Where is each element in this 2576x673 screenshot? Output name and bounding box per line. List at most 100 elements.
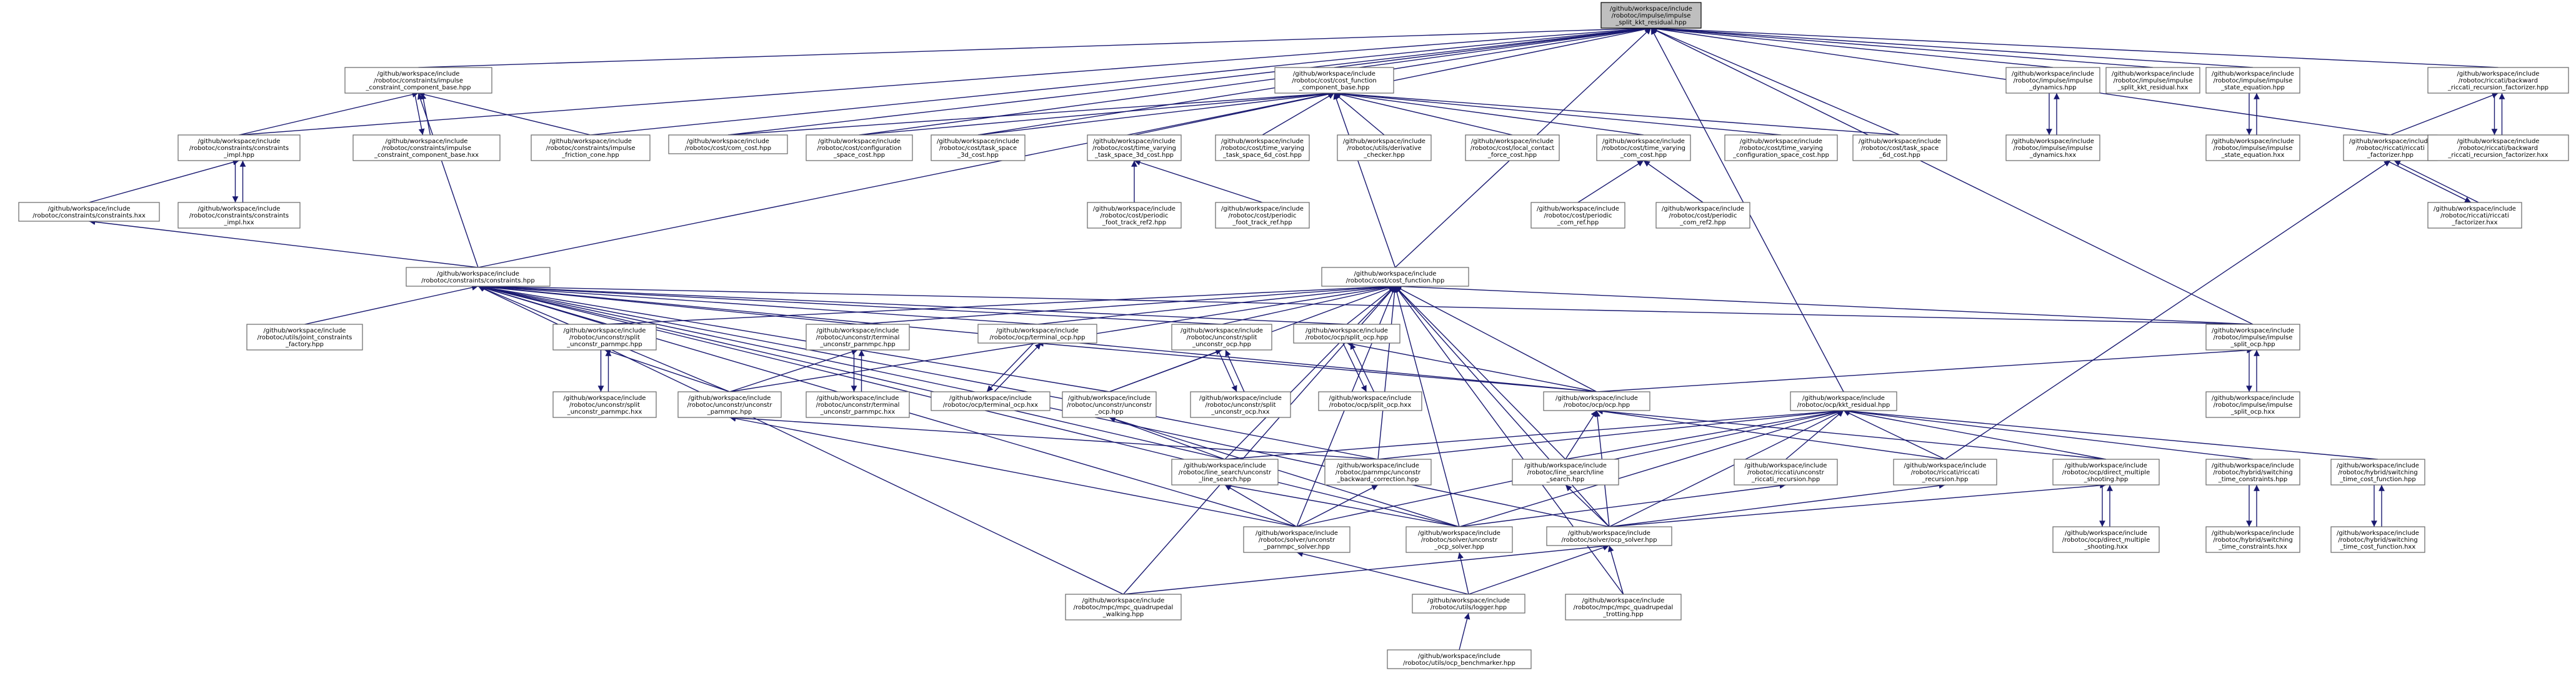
node-impulse-split-ocp-hxx[interactable]: /github/workspace/include/robotoc/impuls… [2205, 391, 2300, 418]
node-label-line: _backward_correction.hpp [1337, 476, 1419, 483]
edge-terminal-ocp-hxx-to-terminal-ocp-hpp [994, 342, 1042, 392]
edge-line-search-unconstr-to-kkt-residual-hpp [1224, 407, 1844, 460]
node-periodic-com-ref[interactable]: /github/workspace/include/robotoc/cost/p… [1530, 202, 1625, 229]
edge-line [729, 416, 1297, 527]
node-periodic-com-ref2[interactable]: /github/workspace/include/robotoc/cost/p… [1655, 202, 1750, 229]
node-line-search-hpp[interactable]: /github/workspace/include/robotoc/line_s… [1512, 459, 1619, 486]
node-label-line: _configuration_space_cost.hpp [1732, 152, 1829, 159]
node-com-cost[interactable]: /github/workspace/include/robotoc/cost/c… [668, 134, 788, 154]
node-label-line: /robotoc/cost/configuration [817, 145, 901, 152]
node-unconstr-parnmpc-solver[interactable]: /github/workspace/include/robotoc/solver… [1243, 526, 1350, 553]
edge-parnmpc-backward-correction-to-constraints-hpp [477, 284, 1379, 460]
node-line-search-unconstr[interactable]: /github/workspace/include/robotoc/line_s… [1171, 459, 1279, 486]
node-label-line: _unconstr_ocp.hpp [1192, 341, 1251, 348]
edge-line [1565, 484, 1610, 527]
node-box [1321, 267, 1469, 287]
edge-unconstr-parnmpc-solver-to-parnmpc-backward-correction [1296, 484, 1379, 527]
node-root[interactable]: /github/workspace/include/robotoc/impuls… [1600, 2, 1702, 29]
node-configuration-space-cost[interactable]: /github/workspace/include/robotoc/cost/c… [806, 134, 913, 161]
edge-unconstr-parnmpc-solver-to-unconstr-parnmpc-hpp [729, 416, 1297, 527]
node-direct-multiple-shooting-hxx[interactable]: /github/workspace/include/robotoc/ocp/di… [2052, 526, 2160, 553]
node-split-ocp-hxx[interactable]: /github/workspace/include/robotoc/ocp/sp… [1318, 391, 1422, 411]
node-riccati-factorizer-hxx[interactable]: /github/workspace/include/robotoc/riccat… [2427, 202, 2522, 229]
node-joint-constraints-factory[interactable]: /github/workspace/include/robotoc/utils/… [246, 324, 363, 351]
node-tv-task-space-3d[interactable]: /github/workspace/include/robotoc/cost/t… [1087, 134, 1182, 161]
node-mpc-quadrupedal-trotting[interactable]: /github/workspace/include/robotoc/mpc/mp… [1565, 594, 1682, 621]
edge-line [1596, 408, 1945, 460]
node-constraint-component-base-hpp[interactable]: /github/workspace/include/robotoc/constr… [344, 67, 492, 94]
edge-line [604, 283, 1395, 325]
node-label-line: /robotoc/hybrid/switching [2338, 469, 2417, 476]
edge-line [417, 92, 479, 268]
node-split-unconstr-ocp-hxx[interactable]: /github/workspace/include/robotoc/uncons… [1190, 391, 1291, 418]
node-constraints-hxx[interactable]: /github/workspace/include/robotoc/constr… [18, 202, 160, 222]
node-constraints-impl-hpp[interactable]: /github/workspace/include/robotoc/constr… [177, 134, 301, 161]
node-impulse-dynamics-hxx[interactable]: /github/workspace/include/robotoc/impuls… [2005, 134, 2100, 161]
node-split-unconstr-parnmpc-hxx[interactable]: /github/workspace/include/robotoc/uncons… [552, 391, 657, 418]
node-unconstr-ocp-hpp[interactable]: /github/workspace/include/robotoc/uncons… [1062, 391, 1157, 418]
node-parnmpc-backward-correction[interactable]: /github/workspace/include/robotoc/parnmp… [1324, 459, 1432, 486]
node-impulse-dynamics-hpp[interactable]: /github/workspace/include/robotoc/impuls… [2005, 67, 2100, 94]
node-task-space-3d-cost[interactable]: /github/workspace/include/robotoc/cost/t… [931, 134, 1026, 161]
node-unconstr-ocp-solver[interactable]: /github/workspace/include/robotoc/solver… [1405, 526, 1513, 553]
node-label-line: _split_ocp.hpp [2230, 341, 2275, 348]
node-ocp-hpp[interactable]: /github/workspace/include/robotoc/ocp/oc… [1543, 391, 1650, 411]
node-terminal-ocp-hxx[interactable]: /github/workspace/include/robotoc/ocp/te… [931, 391, 1051, 411]
node-box [1530, 202, 1625, 229]
node-split-ocp-hpp[interactable]: /github/workspace/include/robotoc/ocp/sp… [1293, 324, 1400, 344]
node-backward-factorizer-hpp[interactable]: /github/workspace/include/robotoc/riccat… [2427, 67, 2569, 94]
node-split-kkt-residual-hxx[interactable]: /github/workspace/include/robotoc/impuls… [2105, 67, 2200, 94]
node-derivative-checker[interactable]: /github/workspace/include/robotoc/utils/… [1337, 134, 1432, 161]
node-kkt-residual-hpp[interactable]: /github/workspace/include/robotoc/ocp/kk… [1790, 391, 1897, 411]
node-cost-function-hpp[interactable]: /github/workspace/include/robotoc/cost/c… [1321, 267, 1469, 287]
node-friction-cone[interactable]: /github/workspace/include/robotoc/constr… [531, 134, 651, 161]
node-label-line: _component_base.hpp [1299, 84, 1370, 91]
node-constraint-component-base-hxx[interactable]: /github/workspace/include/robotoc/constr… [352, 134, 501, 161]
node-constraints-hpp[interactable]: /github/workspace/include/robotoc/constr… [406, 267, 551, 287]
edge-direct-multiple-shooting-hpp-to-ocp-hpp [1596, 408, 2107, 460]
node-label-line: /robotoc/unconstr/unconstr [1067, 402, 1152, 409]
node-periodic-foot-track-ref2[interactable]: /github/workspace/include/robotoc/cost/p… [1087, 202, 1182, 229]
node-terminal-unconstr-parnmpc-hxx[interactable]: /github/workspace/include/robotoc/uncons… [806, 391, 910, 418]
node-terminal-unconstr-parnmpc-hpp[interactable]: /github/workspace/include/robotoc/uncons… [806, 324, 910, 351]
node-logger-hpp[interactable]: /github/workspace/include/robotoc/utils/… [1412, 594, 1525, 614]
node-switching-time-cost-function-hxx[interactable]: /github/workspace/include/robotoc/hybrid… [2330, 526, 2425, 553]
edge-impulse-dynamics-hpp-to-root [1650, 26, 2054, 68]
node-impulse-split-ocp-hpp[interactable]: /github/workspace/include/robotoc/impuls… [2205, 324, 2300, 351]
node-direct-multiple-shooting-hpp[interactable]: /github/workspace/include/robotoc/ocp/di… [2052, 459, 2160, 486]
node-switching-time-constraints-hpp[interactable]: /github/workspace/include/robotoc/hybrid… [2205, 459, 2300, 486]
node-label-line: _unconstr_parnmpc.hpp [566, 341, 642, 348]
node-ocp-benchmarker[interactable]: /github/workspace/include/robotoc/utils/… [1387, 649, 1532, 669]
node-constraints-impl-hxx[interactable]: /github/workspace/include/robotoc/constr… [177, 202, 301, 229]
edge-terminal-ocp-hpp-to-cost-function-hpp [1037, 284, 1395, 325]
node-tv-task-space-6d[interactable]: /github/workspace/include/robotoc/cost/t… [1215, 134, 1310, 161]
node-label-line: /github/workspace/include [1221, 138, 1304, 145]
node-unconstr-riccati-recursion[interactable]: /github/workspace/include/robotoc/riccat… [1734, 459, 1838, 486]
edge-tv-task-space-6d-to-cost-function-component-base [1262, 92, 1335, 136]
node-state-equation-hxx[interactable]: /github/workspace/include/robotoc/impuls… [2205, 134, 2300, 161]
node-tv-com-cost[interactable]: /github/workspace/include/robotoc/cost/t… [1596, 134, 1691, 161]
node-task-space-6d-cost[interactable]: /github/workspace/include/robotoc/cost/t… [1852, 134, 1947, 161]
node-riccati-recursion-hpp[interactable]: /github/workspace/include/robotoc/riccat… [1893, 459, 1997, 486]
node-tv-configuration[interactable]: /github/workspace/include/robotoc/cost/t… [1724, 134, 1838, 161]
node-switching-time-cost-function-hpp[interactable]: /github/workspace/include/robotoc/hybrid… [2330, 459, 2425, 486]
node-box [2427, 202, 2522, 229]
node-terminal-ocp-hpp[interactable]: /github/workspace/include/robotoc/ocp/te… [977, 324, 1097, 344]
node-split-unconstr-ocp-hpp[interactable]: /github/workspace/include/robotoc/uncons… [1171, 324, 1272, 351]
node-riccati-factorizer-hpp[interactable]: /github/workspace/include/robotoc/riccat… [2343, 134, 2438, 161]
node-label-line: /github/workspace/include [1354, 271, 1437, 277]
node-unconstr-parnmpc-hpp[interactable]: /github/workspace/include/robotoc/uncons… [677, 391, 782, 418]
edge-riccati-recursion-hpp-to-kkt-residual-hpp [1843, 410, 1945, 460]
node-state-equation-hpp[interactable]: /github/workspace/include/robotoc/impuls… [2205, 67, 2300, 94]
node-local-contact-force[interactable]: /github/workspace/include/robotoc/cost/l… [1465, 134, 1560, 161]
node-backward-factorizer-hxx[interactable]: /github/workspace/include/robotoc/riccat… [2427, 134, 2569, 161]
node-ocp-solver-hpp[interactable]: /github/workspace/include/robotoc/solver… [1546, 526, 1672, 546]
edge-line [1225, 349, 1245, 392]
node-mpc-quadrupedal-walking[interactable]: /github/workspace/include/robotoc/mpc/mp… [1065, 594, 1182, 621]
node-cost-function-component-base[interactable]: /github/workspace/include/robotoc/cost/c… [1274, 67, 1394, 94]
node-switching-time-constraints-hxx[interactable]: /github/workspace/include/robotoc/hybrid… [2205, 526, 2300, 553]
node-label-line: /robotoc/riccati/unconstr [1747, 469, 1825, 476]
node-label-line: /github/workspace/include [1524, 462, 1607, 469]
node-periodic-foot-track-ref[interactable]: /github/workspace/include/robotoc/cost/p… [1215, 202, 1310, 229]
node-split-unconstr-parnmpc-hpp[interactable]: /github/workspace/include/robotoc/uncons… [552, 324, 657, 351]
